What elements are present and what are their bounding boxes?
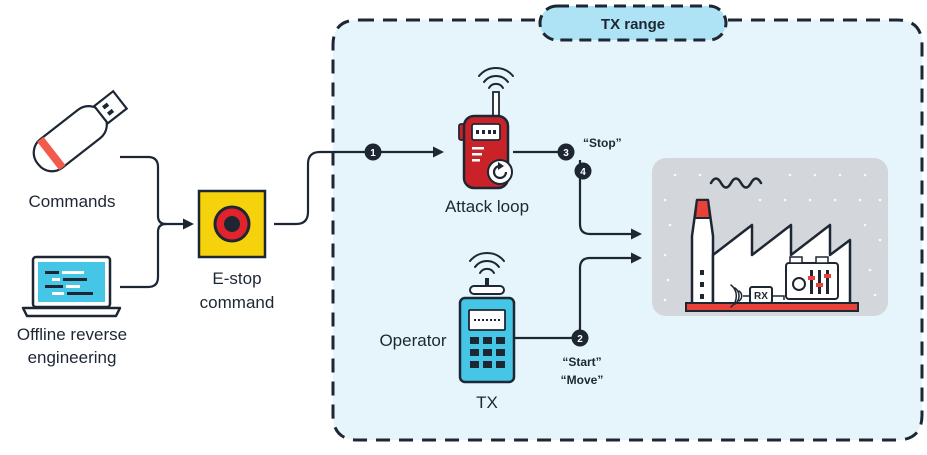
estop-to-attack-connector [274,150,436,226]
start-message-label: “Start” [562,355,601,369]
attack-radio-icon [458,66,514,190]
attack-loop-label: Attack loop [445,197,529,216]
step-2-marker: 2 [571,329,589,347]
step-3-marker: 3 [557,143,575,161]
rx-receiver-box [749,286,773,304]
factory-panel: RX [652,158,888,316]
arrowhead-estop [183,218,194,230]
step-3-number: 3 [563,148,569,159]
estop-label-line2: command [200,293,275,312]
offline-reverse-label-line2: engineering [28,348,117,367]
chimney-stripe [693,199,712,219]
step-4-number: 4 [580,167,586,178]
rx-label: RX [754,291,768,302]
attack-signal-waves [478,66,514,89]
move-message-label: “Move” [561,373,604,387]
smoke-icon [709,177,763,189]
stop-to-factory-connector [578,160,632,236]
factory-floor [685,302,859,312]
step-1-number: 1 [370,148,376,159]
tx-label: TX [476,393,498,412]
estop-label-line1: E-stop [212,269,261,288]
rx-signal-icon [730,284,743,308]
step-1-marker: 1 [364,143,382,161]
offline-reverse-label-line1: Offline reverse [17,325,127,344]
operator-label: Operator [379,331,446,350]
laptop-icon [21,255,122,318]
estop-button-icon [197,189,267,259]
tx-signal-waves [469,251,505,274]
commands-label: Commands [29,192,116,211]
tx-range-label: TX range [601,16,665,33]
factory-dots [663,173,882,302]
arrowheads [183,146,642,264]
tx-range-badge [538,4,728,42]
step-2-number: 2 [577,334,583,345]
commands-connector [120,155,184,226]
usb-stick-icon [32,89,129,173]
step-markers: 1 3 4 2 [364,143,592,347]
arrowhead-attack [433,146,444,158]
operator-tx-icon [458,251,516,384]
stop-message-label: “Stop” [583,136,622,150]
reverse-connector [120,222,167,289]
arrowhead-factory-bottom [631,252,642,264]
step-4-marker: 4 [574,162,592,180]
arrowhead-factory-top [631,228,642,240]
machine-icon [785,256,839,300]
